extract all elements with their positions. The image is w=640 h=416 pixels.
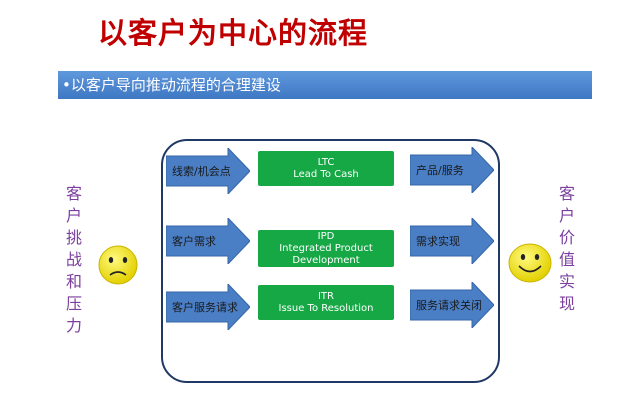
input-arrow-leads: 线索/机会点 <box>166 148 250 194</box>
customer-challenges-text: 客 户 挑 战 和 压 力 <box>65 184 82 335</box>
arrow-right-icon <box>166 218 250 264</box>
process-name: Integrated Product Development <box>279 242 373 266</box>
process-box-ltc: LTC Lead To Cash <box>258 151 394 186</box>
output-arrow-label: 服务请求关闭 <box>416 299 482 312</box>
worried-face-icon <box>98 245 138 285</box>
arrow-right-icon <box>166 148 250 194</box>
page-title: 以客户为中心的流程 <box>98 16 369 50</box>
input-arrow-label: 客户服务请求 <box>172 301 238 314</box>
process-abbr: LTC <box>317 156 335 168</box>
arrow-right-icon <box>166 284 250 330</box>
arrow-right-icon <box>410 282 494 328</box>
customer-value-text: 客 户 价 值 实 现 <box>558 184 575 313</box>
arrow-right-icon <box>410 147 494 193</box>
process-box-ipd: IPD Integrated Product Development <box>258 230 394 267</box>
smiley-face-icon <box>508 243 552 283</box>
output-arrow-label: 需求实现 <box>416 235 460 248</box>
process-abbr: ITR <box>317 290 334 302</box>
process-name: Issue To Resolution <box>278 302 374 314</box>
process-name: Lead To Cash <box>293 168 359 180</box>
output-arrow-label: 产品/服务 <box>416 164 464 177</box>
output-arrow-closed: 服务请求关闭 <box>410 282 494 328</box>
input-arrow-service-requests: 客户服务请求 <box>166 284 250 330</box>
input-arrow-label: 线索/机会点 <box>172 165 231 178</box>
process-abbr: IPD <box>317 230 335 242</box>
arrow-right-icon <box>410 218 494 264</box>
input-arrow-requirements: 客户需求 <box>166 218 250 264</box>
subtitle-banner: •以客户导向推动流程的合理建设 <box>58 71 592 99</box>
input-arrow-label: 客户需求 <box>172 235 216 248</box>
output-arrow-fulfilled: 需求实现 <box>410 218 494 264</box>
process-box-itr: ITR Issue To Resolution <box>258 285 394 320</box>
output-arrow-products: 产品/服务 <box>410 147 494 193</box>
